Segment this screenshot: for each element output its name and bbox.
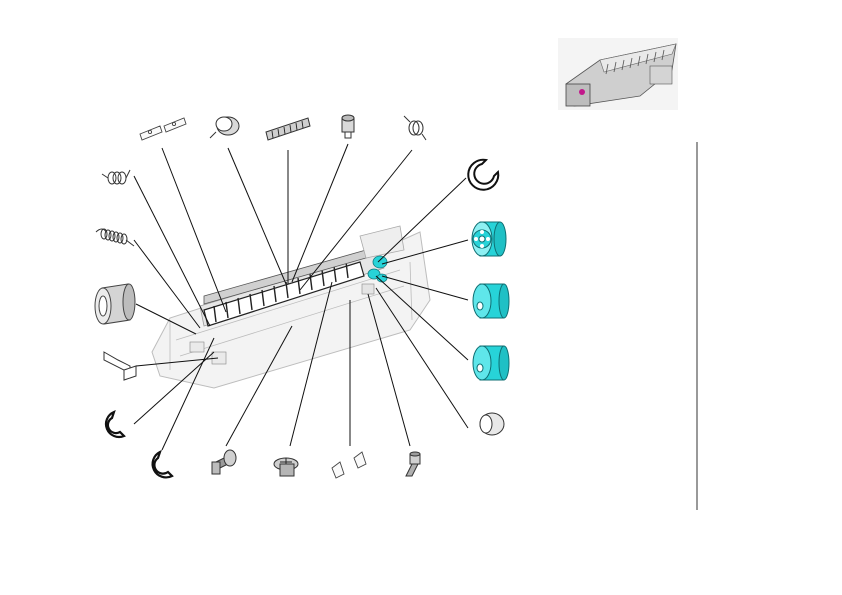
cap-white bbox=[479, 412, 505, 436]
assembly-thumbnail bbox=[558, 38, 678, 110]
roller-cyan-2 bbox=[472, 345, 510, 381]
clips-bottom bbox=[331, 451, 367, 479]
thumbnail-accent bbox=[579, 89, 585, 95]
roller-cyan-1 bbox=[472, 283, 510, 319]
pin-1 bbox=[211, 449, 237, 475]
e-ring-bottom bbox=[151, 449, 174, 479]
bolt-bottom bbox=[405, 451, 421, 477]
screw-post bbox=[341, 114, 355, 139]
roller-cyan-hub bbox=[471, 221, 507, 257]
gear-rack bbox=[265, 117, 311, 141]
solenoid-cap bbox=[209, 116, 240, 139]
spring-torsion bbox=[403, 115, 427, 141]
spring-tension bbox=[95, 228, 135, 247]
screw-bottom bbox=[273, 457, 299, 477]
roller-gray bbox=[94, 283, 136, 325]
bracket bbox=[103, 351, 137, 381]
spring-small-top bbox=[101, 169, 131, 185]
e-ring-large bbox=[467, 158, 500, 191]
e-ring-left bbox=[104, 410, 126, 439]
leader-lines bbox=[133, 143, 469, 451]
main-assembly bbox=[151, 225, 431, 389]
sensor-clips bbox=[139, 117, 187, 141]
